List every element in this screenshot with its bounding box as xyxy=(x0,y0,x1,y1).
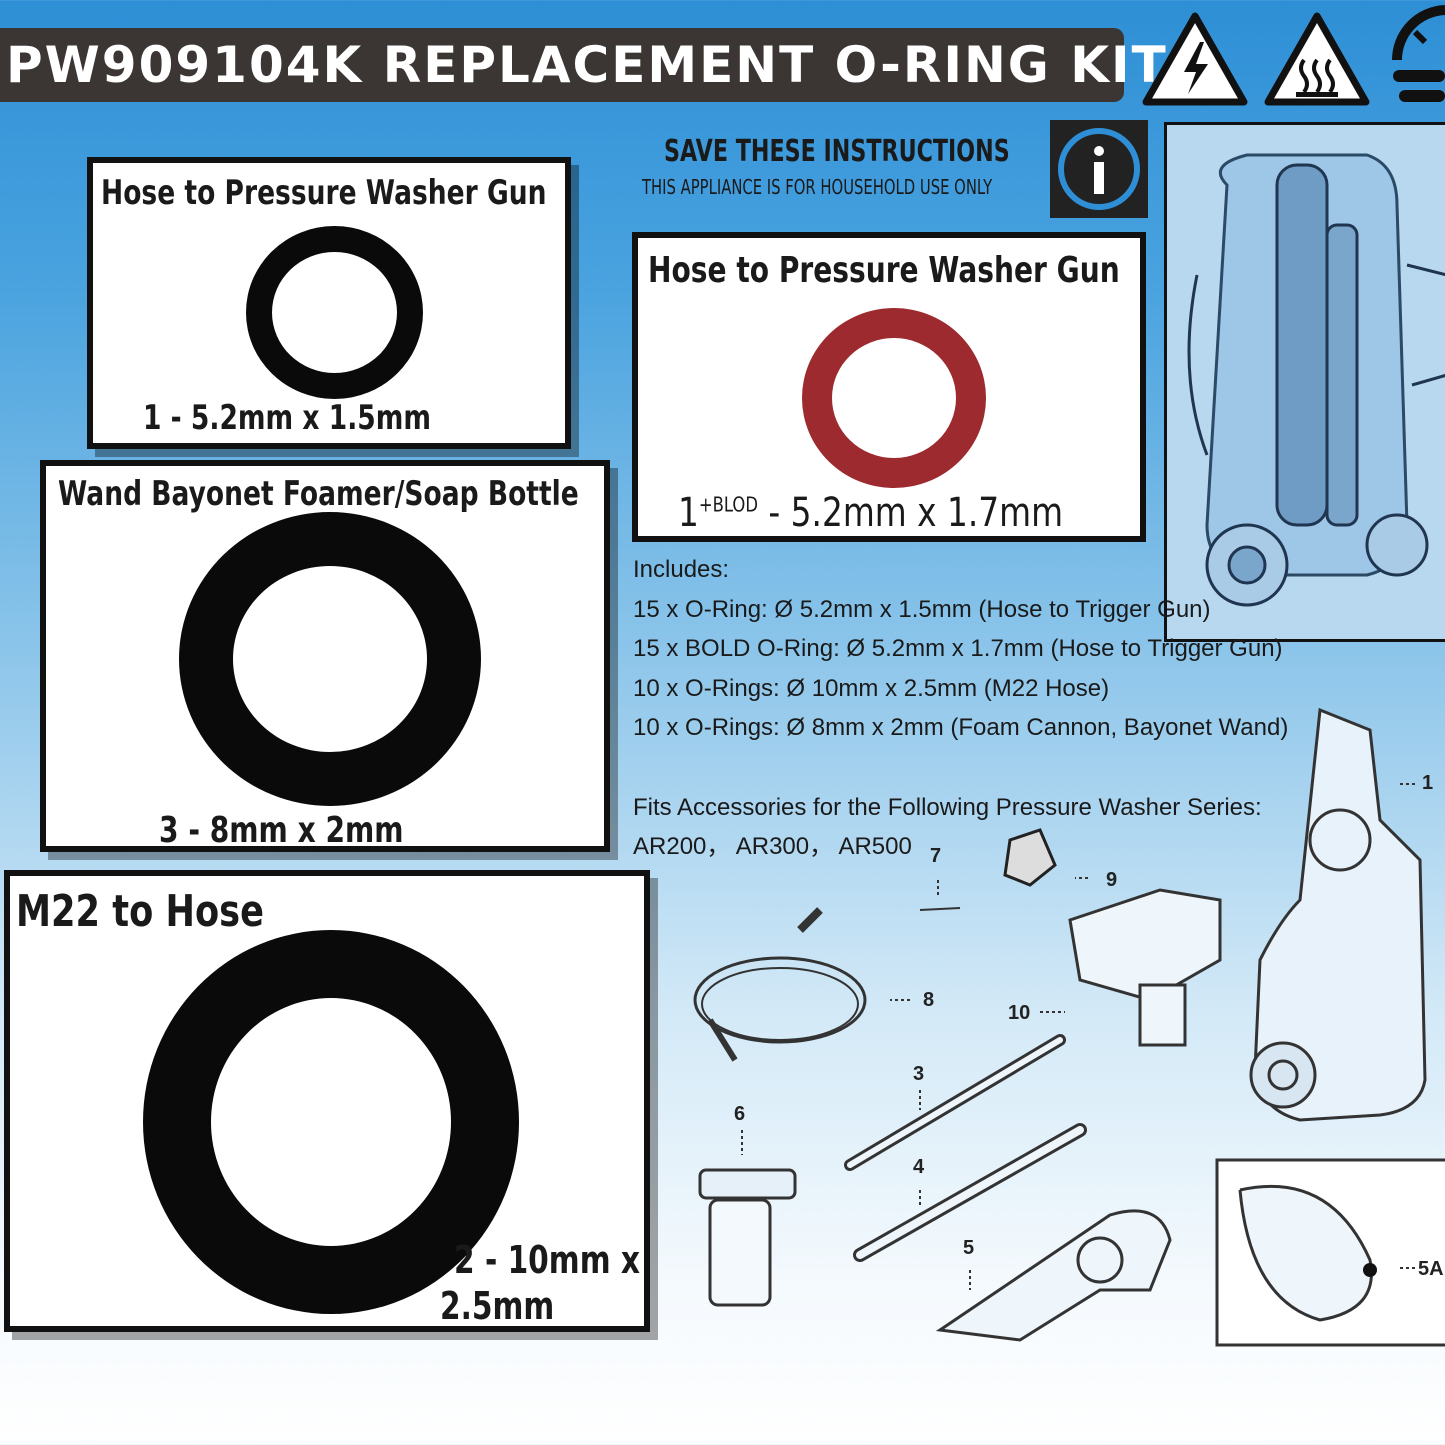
card-title: Hose to Pressure Washer Gun xyxy=(101,173,547,213)
oring-card-gun-hose: Hose to Pressure Washer Gun 1 - 5.2mm x … xyxy=(87,157,571,449)
card-title: Wand Bayonet Foamer/Soap Bottle xyxy=(58,474,579,514)
callout-4: 4 xyxy=(913,1156,925,1178)
oring-card-bayonet: Wand Bayonet Foamer/Soap Bottle 3 - 8mm … xyxy=(40,460,610,852)
card-title: Hose to Pressure Washer Gun xyxy=(648,250,1120,291)
includes-item: 10 x O-Rings: Ø 10mm x 2.5mm (M22 Hose) xyxy=(633,674,1110,702)
washer-wheel xyxy=(1249,1041,1317,1109)
pressure-gauge-icon xyxy=(1391,5,1445,102)
includes-item: 10 x O-Rings: Ø 8mm x 2mm (Foam Cannon, … xyxy=(633,714,1289,742)
card-spec: 1+BLOD - 5.2mm x 1.7mm xyxy=(678,490,1063,536)
hot-surface-icon xyxy=(1264,12,1370,106)
trigger-gun xyxy=(935,1209,1172,1342)
fits-heading: Fits Accessories for the Following Press… xyxy=(633,793,1262,821)
oring-8x2 xyxy=(179,512,481,806)
save-instructions-subheading: THIS APPLIANCE IS FOR HOUSEHOLD USE ONLY xyxy=(642,175,993,199)
info-icon xyxy=(1050,120,1148,218)
callout-9: 9 xyxy=(1106,869,1118,891)
pressure-washer-illustration-top xyxy=(1164,122,1445,642)
card-spec: 1 - 5.2mm x 1.5mm xyxy=(143,398,431,438)
spec-qty: 1 xyxy=(678,490,699,536)
callout-7: 7 xyxy=(930,845,942,867)
connector-fitting xyxy=(1003,828,1057,887)
save-instructions-heading: SAVE THESE INSTRUCTIONS xyxy=(664,134,1010,169)
oring-5.2x1.5 xyxy=(246,226,423,399)
fits-models: AR200， AR300， AR500 xyxy=(633,833,912,861)
callout-5: 5 xyxy=(963,1237,975,1259)
includes-list: Includes: 15 x O-Ring: Ø 5.2mm x 1.5mm (… xyxy=(633,550,1433,867)
callout-1: 1 xyxy=(1422,772,1434,794)
callout-3: 3 xyxy=(913,1063,925,1085)
card-spec-line1: 2 - 10mm x xyxy=(454,1238,641,1282)
needle-clip xyxy=(919,907,961,911)
includes-item: 15 x O-Ring: Ø 5.2mm x 1.5mm (Hose to Tr… xyxy=(633,595,1211,623)
card-spec: 3 - 8mm x 2mm xyxy=(159,810,404,851)
electric-hazard-icon xyxy=(1142,12,1248,106)
page-title: PW909104K REPLACEMENT O-RING KIT xyxy=(0,28,1166,102)
spec-sup: +BLOD xyxy=(698,492,758,517)
callout-10: 10 xyxy=(1008,1002,1031,1024)
callout-6: 6 xyxy=(734,1103,746,1125)
parts-diagram xyxy=(693,707,1445,1347)
holder-bracket xyxy=(1068,888,1222,1002)
oring-card-gun-hose-bold: Hose to Pressure Washer Gun 1+BLOD - 5.2… xyxy=(632,232,1146,542)
oring-card-m22: M22 to Hose 2 - 10mm x 2.5mm xyxy=(4,870,650,1332)
foam-bottle xyxy=(708,1198,772,1307)
includes-item: 15 x BOLD O-Ring: Ø 5.2mm x 1.7mm (Hose … xyxy=(633,635,1283,663)
washer-body xyxy=(1253,707,1427,1122)
includes-heading: Includes: xyxy=(633,556,730,583)
oring-5.2x1.7-bold xyxy=(802,308,986,488)
card-title: M22 to Hose xyxy=(16,886,264,937)
card-spec-line2: 2.5mm xyxy=(440,1284,555,1328)
hose-coil xyxy=(693,956,867,1044)
pressure-washer-drawing xyxy=(1187,153,1445,607)
callout-8: 8 xyxy=(923,989,935,1011)
spec-size: - 5.2mm x 1.7mm xyxy=(757,490,1064,536)
callout-5a: 5A xyxy=(1418,1258,1444,1280)
